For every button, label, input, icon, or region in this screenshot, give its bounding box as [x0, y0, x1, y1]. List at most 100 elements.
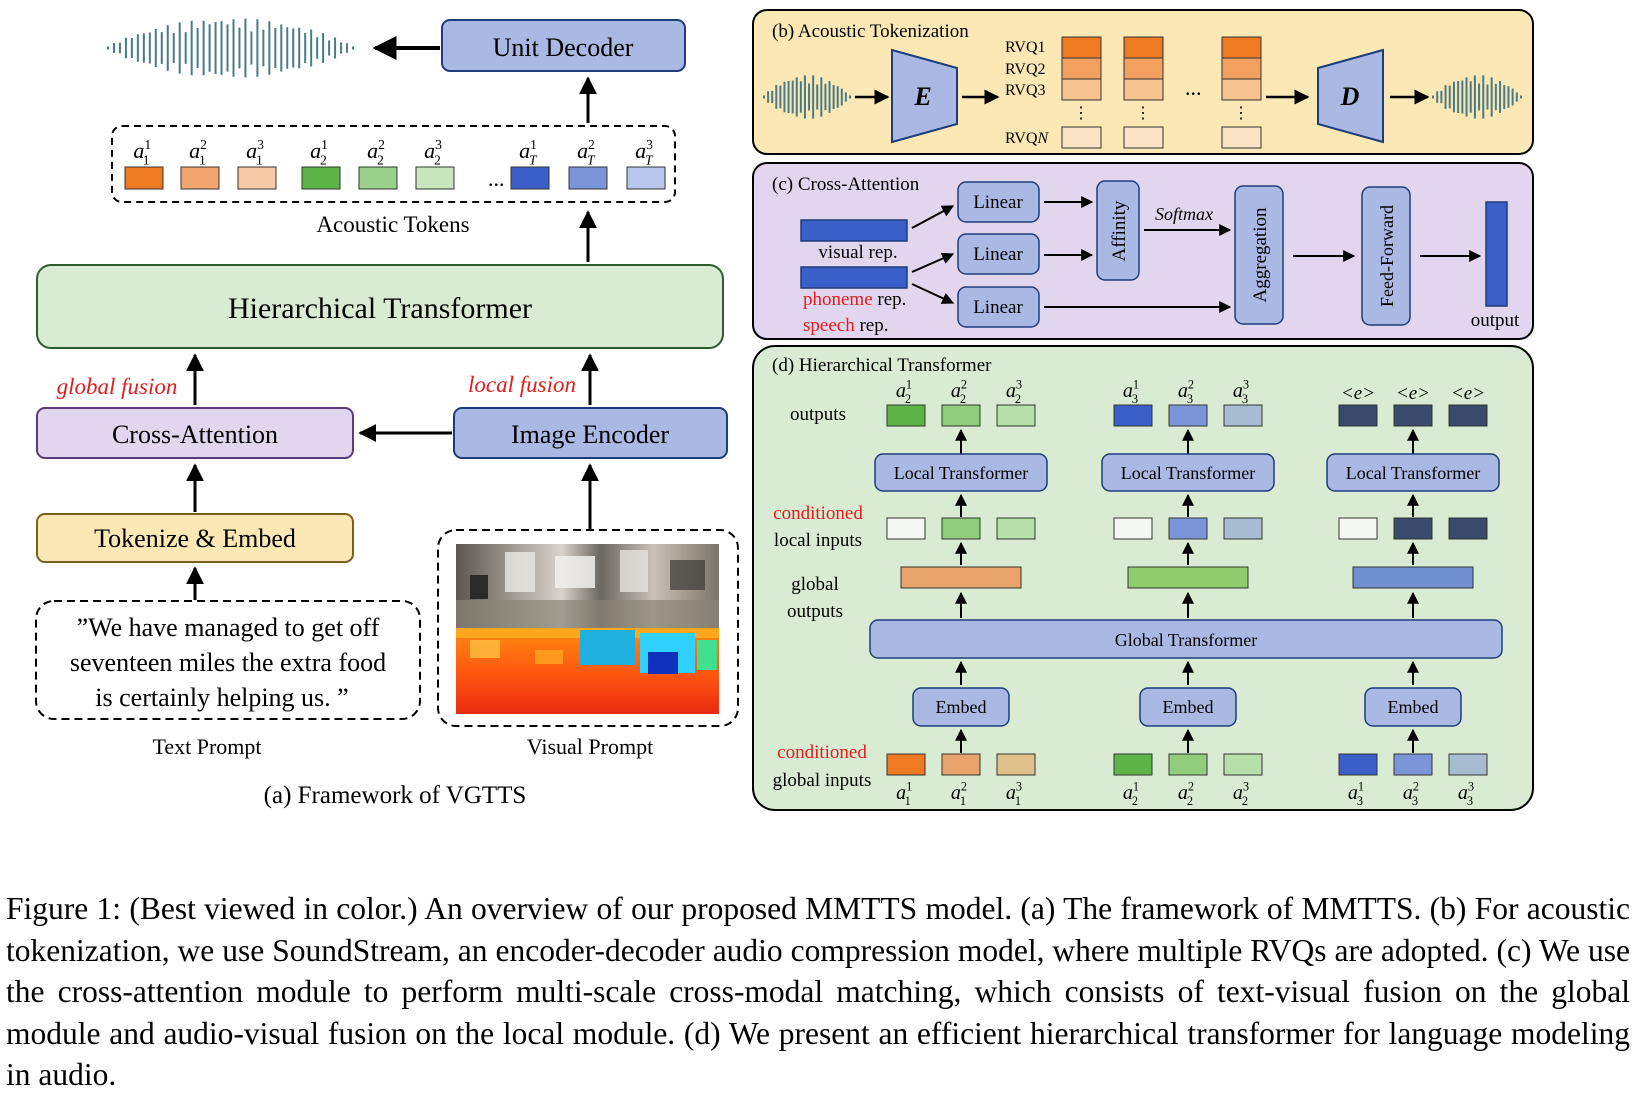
arrow-phoneme-to-linear3 [911, 283, 955, 304]
acoustic-token [510, 166, 550, 190]
global-fusion-label: global fusion [57, 374, 178, 399]
global-output-bar [1352, 566, 1474, 589]
local-transformer-label: Local Transformer [1121, 463, 1255, 483]
panorama-image [456, 544, 719, 628]
arrow-phoneme-to-linear2 [911, 252, 955, 273]
end-token-label: <e> [1341, 383, 1375, 404]
panel-d: (d) Hierarchical Transformer outputs con… [752, 345, 1534, 811]
global-outputs-label-2: outputs [787, 601, 843, 622]
output-token [941, 404, 981, 427]
acoustic-token [568, 166, 608, 190]
aggregation-label: Aggregation [1250, 207, 1271, 302]
local-input-token [1113, 517, 1153, 540]
end-token-label: <e> [1396, 383, 1430, 404]
vertical-dots: ⋮ [1135, 105, 1151, 122]
output-token [886, 404, 926, 427]
output-token [1338, 404, 1378, 427]
global-input-token [1168, 753, 1208, 776]
cross-attention-label: Cross-Attention [112, 420, 278, 449]
local-transformer-box [1326, 453, 1500, 492]
output-token [1168, 404, 1208, 427]
local-input-token [1393, 517, 1433, 540]
rvqn-label: RVQN [1005, 130, 1050, 147]
acoustic-tokens-box [111, 125, 676, 203]
rvq-code-cell [1123, 78, 1164, 101]
rvqn-code-cell [1221, 126, 1262, 149]
affinity-box [1096, 180, 1140, 281]
panel-c-title: (c) Cross-Attention [772, 174, 920, 195]
acoustic-token [626, 166, 666, 190]
waveform-output-icon-b [1432, 75, 1522, 119]
rvq-ellipsis: ... [1185, 75, 1202, 100]
panel-d-title: (d) Hierarchical Transformer [772, 355, 992, 376]
vertical-dots: ⋮ [1233, 105, 1249, 122]
linear-box-1 [957, 181, 1040, 223]
rvq-code-cell [1123, 57, 1164, 80]
feed-forward-box [1361, 186, 1411, 326]
embed-label: Embed [1388, 697, 1439, 717]
global-output-bar [900, 566, 1022, 589]
aggregation-box [1234, 185, 1284, 325]
vertical-dots: ⋮ [1073, 105, 1089, 122]
rvq3-label: RVQ3 [1005, 82, 1046, 99]
global-input-token [1393, 753, 1433, 776]
linear-label-1: Linear [973, 192, 1023, 213]
phoneme-rep-bar [800, 266, 908, 289]
local-input-token [886, 517, 926, 540]
phoneme-rep-label: phoneme rep. [803, 289, 906, 310]
image-encoder-box [453, 407, 728, 459]
rvq-code-cell [1221, 36, 1262, 59]
global-input-token [1338, 753, 1378, 776]
global-input-token [996, 753, 1036, 776]
local-input-token [996, 517, 1036, 540]
visual-prompt-box [437, 529, 739, 727]
visual-rep-label: visual rep. [818, 242, 897, 263]
rvq2-label: RVQ2 [1005, 61, 1046, 78]
tokenize-embed-box [36, 513, 354, 563]
rvq-code-cell [1061, 57, 1102, 80]
global-input-token [1223, 753, 1263, 776]
acoustic-token [358, 166, 398, 190]
embed-box [912, 687, 1010, 727]
embed-box [1364, 687, 1462, 727]
local-input-token [1448, 517, 1488, 540]
panel-a-title: (a) Framework of VGTTS [264, 782, 527, 809]
conditioned-local-label: conditioned [773, 503, 863, 524]
speech-rep-label: speech rep. [803, 315, 888, 336]
global-input-token [1448, 753, 1488, 776]
output-token [1393, 404, 1433, 427]
hierarchical-transformer-box [36, 264, 724, 349]
panel-b-title: (b) Acoustic Tokenization [772, 21, 969, 42]
local-input-token [1223, 517, 1263, 540]
affinity-label: Affinity [1109, 200, 1130, 261]
visual-prompt-label: Visual Prompt [527, 734, 653, 759]
global-transformer-box [869, 619, 1503, 659]
outputs-label: outputs [790, 404, 846, 425]
acoustic-token [237, 166, 277, 190]
embed-box [1139, 687, 1237, 727]
local-fusion-label: local fusion [468, 372, 576, 397]
global-output-bar [1127, 566, 1249, 589]
output-bar [1485, 201, 1508, 307]
unit-decoder-box [441, 19, 686, 72]
global-inputs-label: global inputs [773, 770, 872, 791]
linear-box-2 [957, 233, 1040, 275]
